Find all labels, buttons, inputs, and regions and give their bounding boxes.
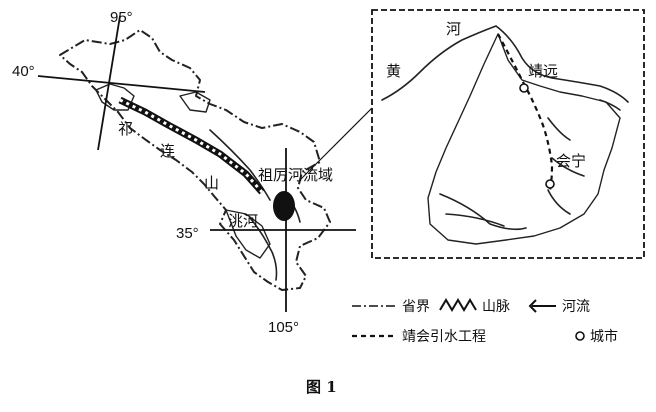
lat-35-label: 35° (176, 225, 199, 242)
lon-95-label: 95° (110, 9, 133, 26)
mountain-legend-label: 山脉 (482, 299, 510, 315)
river-legend-label: 河流 (562, 299, 590, 315)
zulihe-basin (273, 191, 295, 221)
lon-105-label: 105° (268, 319, 299, 336)
city-symbol (575, 331, 585, 341)
huining-label: 会宁 (556, 152, 586, 170)
river-symbol (528, 299, 556, 313)
province-border-legend-label: 省界 (402, 299, 430, 315)
city-legend-label: 城市 (590, 328, 618, 345)
legend: 省界 山脉 河流 靖会引水工程 城市 (352, 298, 618, 345)
jinghui-canal (497, 33, 554, 191)
graticule (37, 15, 356, 312)
lian-label: 连 (160, 142, 175, 160)
shan-label: 山 (204, 174, 219, 192)
he-label: 河 (446, 20, 461, 38)
figure-caption: 图 1 (306, 378, 337, 396)
canal-legend-label: 靖会引水工程 (402, 329, 486, 345)
taohe-label: 洮河 (228, 212, 258, 230)
basin-outline (427, 33, 621, 245)
yellow-river (381, 25, 629, 103)
zulihe-label: 祖厉河流域 (258, 166, 333, 184)
inset-connector (299, 107, 373, 181)
huining-city-marker (545, 179, 555, 189)
qi-label: 祁 (118, 120, 133, 138)
mountain-symbol (439, 298, 477, 312)
gansu-province-outline (59, 29, 331, 291)
huang-label: 黄 (386, 62, 401, 80)
jingyuan-city-marker (519, 83, 529, 93)
jingyuan-label: 靖远 (528, 62, 558, 80)
inset-map: 河 黄 靖远 会宁 (371, 9, 645, 259)
qilian-mountains (118, 96, 265, 195)
lat-40-label: 40° (12, 63, 35, 80)
